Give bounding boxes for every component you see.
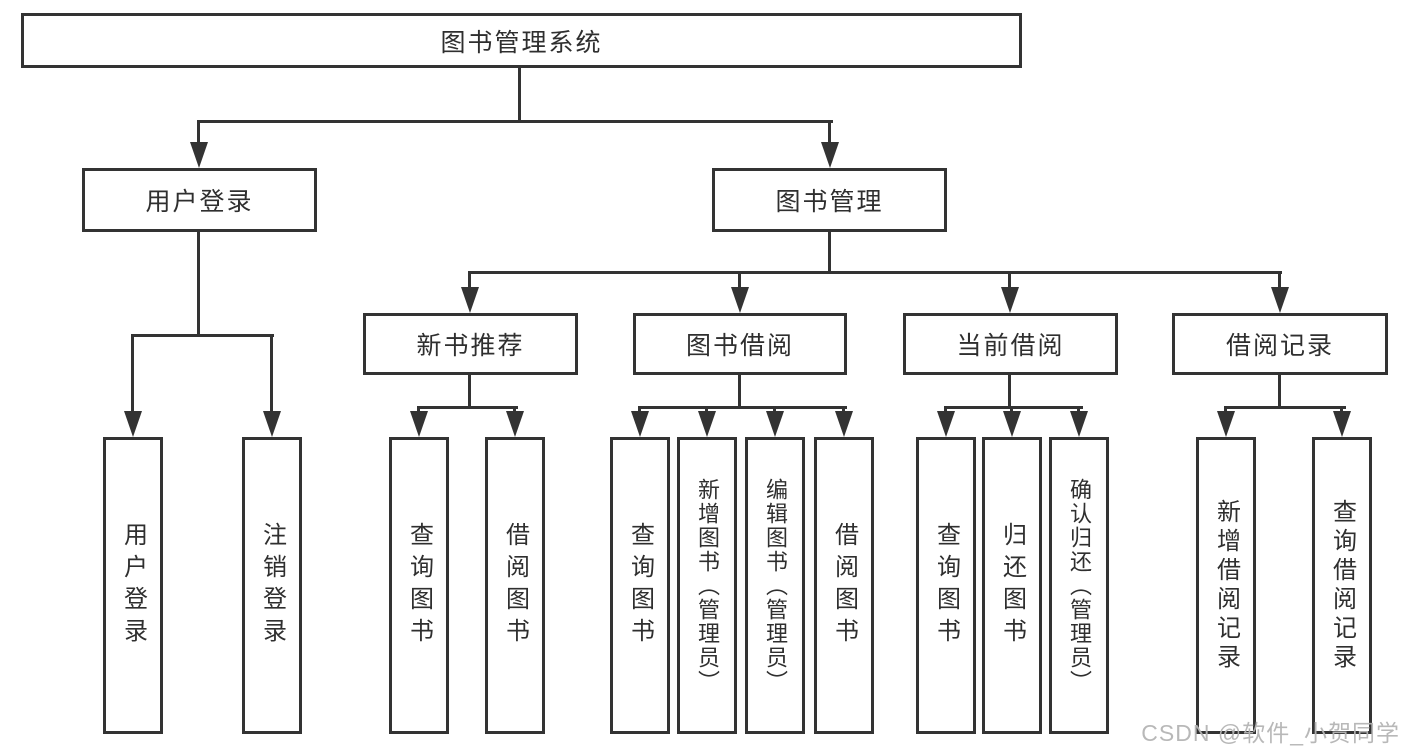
arrow-down-icon	[1070, 411, 1088, 437]
connector-root-bar	[197, 120, 833, 123]
arrow-down-icon	[410, 411, 428, 437]
arrow-down-icon	[821, 142, 839, 168]
arrow-down-icon	[698, 411, 716, 437]
leaf-query-books-1: 查询图书	[389, 437, 449, 734]
arrow-down-icon	[766, 411, 784, 437]
connector-current-drop	[1008, 375, 1011, 409]
node-book-management: 图书管理	[712, 168, 947, 232]
connector-book-borrow-bar	[638, 406, 847, 409]
connector-records-drop	[1278, 375, 1281, 409]
leaf-user-login: 用户登录	[103, 437, 163, 734]
arrow-down-icon	[731, 287, 749, 313]
arrow-down-icon	[835, 411, 853, 437]
node-new-book-recommend: 新书推荐	[363, 313, 578, 375]
arrow-down-icon	[1333, 411, 1351, 437]
arrow-down-icon	[937, 411, 955, 437]
arrow-down-icon	[1271, 287, 1289, 313]
connector-stub-user-login	[197, 120, 200, 146]
csdn-watermark: CSDN @软件_小贺同学	[1141, 720, 1400, 746]
connector-stub-login	[131, 334, 134, 417]
leaf-confirm-return-admin: 确认归还（管理员）	[1049, 437, 1109, 734]
node-book-borrowing: 图书借阅	[633, 313, 847, 375]
leaf-query-books-3: 查询图书	[916, 437, 976, 734]
arrow-down-icon	[1001, 287, 1019, 313]
connector-current-bar	[944, 406, 1083, 409]
leaf-logout: 注销登录	[242, 437, 302, 734]
arrow-down-icon	[124, 411, 142, 437]
arrow-down-icon	[263, 411, 281, 437]
node-current-borrowing: 当前借阅	[903, 313, 1118, 375]
connector-root-drop	[518, 66, 521, 122]
arrow-down-icon	[1003, 411, 1021, 437]
node-library-management-system: 图书管理系统	[21, 13, 1022, 68]
connector-new-books-bar	[417, 406, 518, 409]
connector-stub-borrow-records	[1278, 271, 1281, 293]
leaf-add-borrow-record: 新增借阅记录	[1196, 437, 1256, 734]
leaf-edit-books-admin: 编辑图书（管理员）	[745, 437, 805, 734]
connector-book-mgmt-drop	[828, 232, 831, 274]
leaf-return-books: 归还图书	[982, 437, 1042, 734]
connector-stub-current-borrow	[1008, 271, 1011, 293]
leaf-query-books-2: 查询图书	[610, 437, 670, 734]
connector-new-books-drop	[468, 375, 471, 409]
arrow-down-icon	[190, 142, 208, 168]
leaf-borrow-books-1: 借阅图书	[485, 437, 545, 734]
connector-user-login-bar	[131, 334, 274, 337]
leaf-borrow-books-2: 借阅图书	[814, 437, 874, 734]
connector-stub-new-books	[468, 271, 471, 293]
leaf-query-borrow-record: 查询借阅记录	[1312, 437, 1372, 734]
arrow-down-icon	[461, 287, 479, 313]
arrow-down-icon	[1217, 411, 1235, 437]
arrow-down-icon	[506, 411, 524, 437]
connector-stub-book-mgmt	[828, 120, 831, 146]
leaf-add-books-admin: 新增图书（管理员）	[677, 437, 737, 734]
connector-book-borrow-drop	[738, 375, 741, 409]
node-user-login: 用户登录	[82, 168, 317, 232]
connector-stub-book-borrow	[738, 271, 741, 293]
node-borrow-records: 借阅记录	[1172, 313, 1388, 375]
connector-stub-logout	[270, 334, 273, 417]
connector-book-mgmt-bar	[468, 271, 1282, 274]
connector-records-bar	[1224, 406, 1346, 409]
connector-user-login-drop	[197, 232, 200, 336]
arrow-down-icon	[631, 411, 649, 437]
